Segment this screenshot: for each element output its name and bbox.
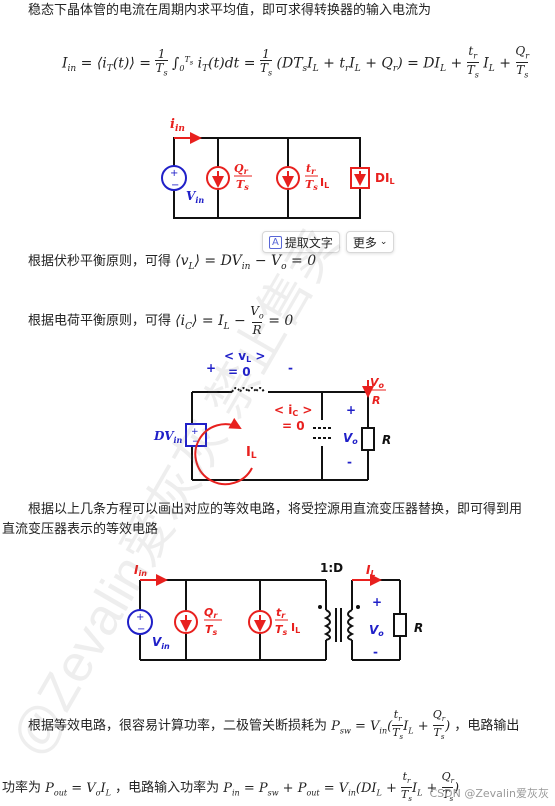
svg-text:Ts: Ts — [205, 623, 218, 637]
svg-text:Iin: Iin — [134, 563, 147, 578]
svg-text:+: + — [170, 168, 178, 179]
svg-text:1:D: 1:D — [320, 561, 343, 575]
svg-text:Ts: Ts — [275, 623, 288, 637]
svg-text:+: + — [206, 361, 216, 375]
svg-text:Ts: Ts — [236, 178, 249, 192]
svg-text:Vin: Vin — [152, 635, 170, 651]
svg-text:IL: IL — [291, 621, 300, 635]
svg-text:= 0: = 0 — [282, 419, 305, 433]
svg-text:-: - — [373, 645, 378, 659]
svg-text:+: + — [346, 403, 356, 417]
text-scan-icon: A — [269, 235, 282, 249]
text-selection-toolbar: A 提取文字 更多 ⌄ — [262, 231, 395, 253]
chevron-down-icon: ⌄ — [379, 237, 388, 247]
extract-text-button[interactable]: A 提取文字 — [262, 231, 340, 253]
power-paragraph-line2: 功率为 Pout = VoIL ，电路输入功率为 Pin = Psw + Pou… — [2, 770, 460, 804]
svg-text:iin: iin — [170, 117, 185, 134]
svg-text:tr: tr — [306, 162, 316, 176]
svg-text:IL: IL — [246, 445, 257, 461]
footer-credit: CSDN @Zevalin爱灰灰 — [429, 787, 550, 800]
svg-text:+: + — [191, 427, 199, 437]
svg-text:< vL >: < vL > — [224, 349, 265, 364]
svg-text:Vo: Vo — [369, 623, 384, 638]
equivalent-paragraph-line2: 直流变压器表示的等效电路 — [2, 522, 159, 537]
svg-text:+: + — [136, 612, 144, 623]
svg-text:-: - — [288, 361, 293, 375]
svg-text:= 0: = 0 — [228, 365, 251, 379]
circuit-input-model — [173, 137, 361, 219]
svg-text:-: - — [347, 455, 352, 469]
svg-text:R: R — [414, 621, 423, 635]
svg-text:−: − — [137, 624, 145, 635]
svg-text:IL: IL — [366, 563, 376, 578]
svg-text:Vin: Vin — [186, 189, 204, 205]
svg-text:−: − — [192, 437, 200, 447]
svg-text:R: R — [372, 394, 380, 407]
svg-text:Vo: Vo — [343, 431, 358, 446]
svg-text:Vo: Vo — [370, 376, 385, 390]
svg-text:DVin: DVin — [153, 429, 183, 445]
more-button[interactable]: 更多 ⌄ — [345, 231, 395, 253]
volt-second-paragraph: 根据伏秒平衡原则，可得 ⟨vL⟩ = DVin − Vo = 0 — [28, 253, 317, 272]
intro-paragraph: 稳态下晶体管的电流在周期内求平均值，即可求得转换器的输入电流为 — [28, 3, 432, 18]
svg-text:Qr: Qr — [234, 162, 249, 176]
svg-text:< iC >: < iC > — [274, 403, 312, 418]
svg-text:DIL: DIL — [375, 171, 395, 186]
svg-text:R: R — [382, 433, 391, 447]
svg-text:tr: tr — [276, 606, 286, 620]
svg-text:Qr: Qr — [204, 606, 218, 620]
svg-text:IL: IL — [320, 176, 329, 190]
svg-text:Ts: Ts — [305, 178, 318, 192]
svg-text:−: − — [171, 180, 179, 191]
svg-text:+: + — [372, 595, 382, 609]
equivalent-paragraph-line1: 根据以上几条方程可以画出对应的等效电路，将受控源用直流变压器替换，即可得到用 — [28, 502, 523, 517]
